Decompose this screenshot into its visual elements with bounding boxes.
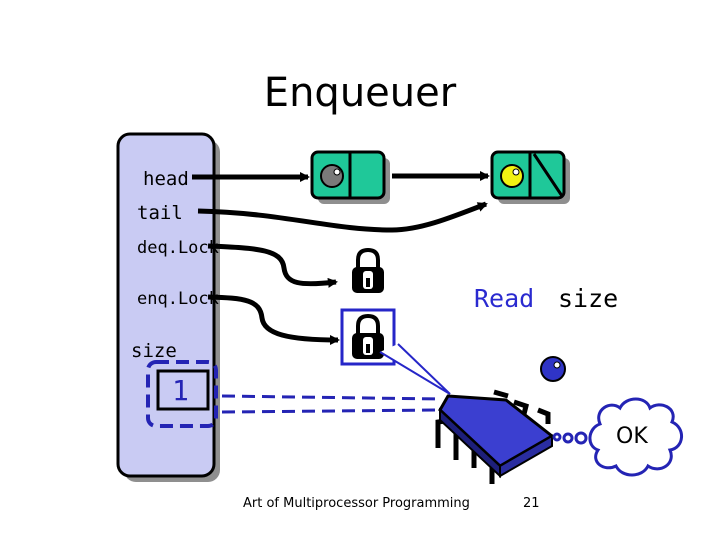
deq-lock-pointer (207, 243, 338, 288)
padlock-icon (352, 247, 384, 293)
footer-course-title: Art of Multiprocessor Programming (243, 496, 470, 511)
sentinel-value-ball (320, 164, 344, 188)
sentinel-node (310, 150, 390, 204)
slide-title: Enqueuer (263, 70, 457, 116)
size-dashed-highlight (146, 360, 218, 428)
new-value-ball (500, 164, 524, 188)
enq-lock-pointer (207, 294, 340, 345)
thought-cloud-icon (588, 397, 683, 477)
enq-lock-field-label: enq.Lock (137, 289, 219, 309)
size-read-link (221, 394, 441, 414)
thought-chain (552, 431, 588, 445)
footer-page-number: 21 (523, 496, 540, 511)
size-field-label: size (131, 340, 177, 362)
lock-callout-wedge (379, 343, 451, 395)
thought-bubble-text: OK (616, 424, 648, 449)
head-field-label: head (143, 168, 189, 190)
deq-lock-field-label: deq.Lock (137, 238, 219, 258)
null-pointer-slash (532, 153, 564, 197)
tail-field-label: tail (137, 202, 183, 224)
tail-pointer (197, 201, 488, 233)
processor-chip-icon (435, 389, 555, 484)
new-node (490, 150, 570, 204)
read-size-label: size (558, 284, 619, 313)
padlock-icon (352, 313, 384, 359)
size-value-box (156, 369, 210, 411)
thread-value-ball (540, 356, 566, 382)
read-label: Read (474, 284, 535, 313)
size-value: 1 (172, 374, 189, 407)
enq-lock-highlight (340, 308, 396, 366)
